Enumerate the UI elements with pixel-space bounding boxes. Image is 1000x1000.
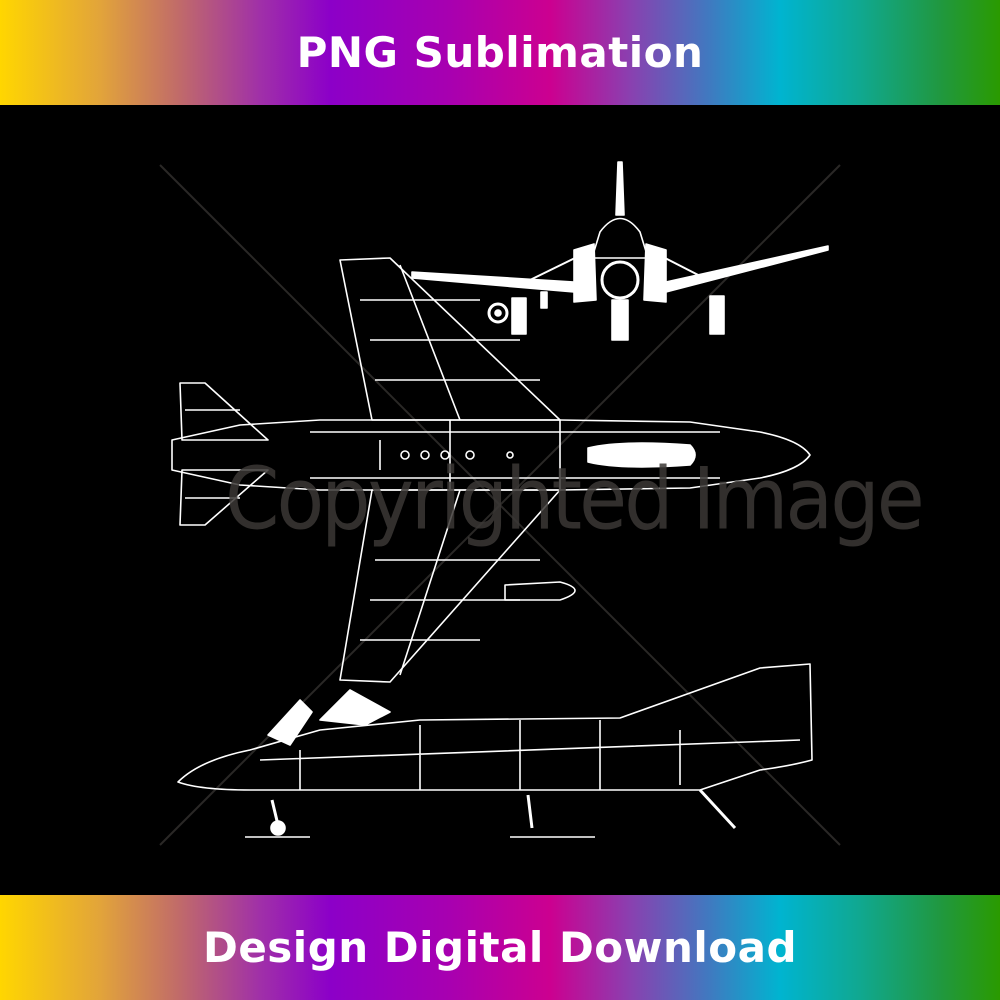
top-view-drawing	[171, 257, 811, 683]
side-view-drawing	[177, 663, 813, 838]
banner-subtitle: Design Digital Download	[202, 923, 798, 972]
aircraft-blueprint-illustration	[159, 161, 841, 846]
bottom-banner: Design Digital Download	[0, 895, 1000, 1000]
watermark-text: Copyrighted Image	[225, 450, 925, 550]
top-banner: PNG Sublimation	[0, 0, 1000, 105]
front-view-drawing	[411, 161, 829, 341]
banner-title: PNG Sublimation	[296, 28, 704, 77]
